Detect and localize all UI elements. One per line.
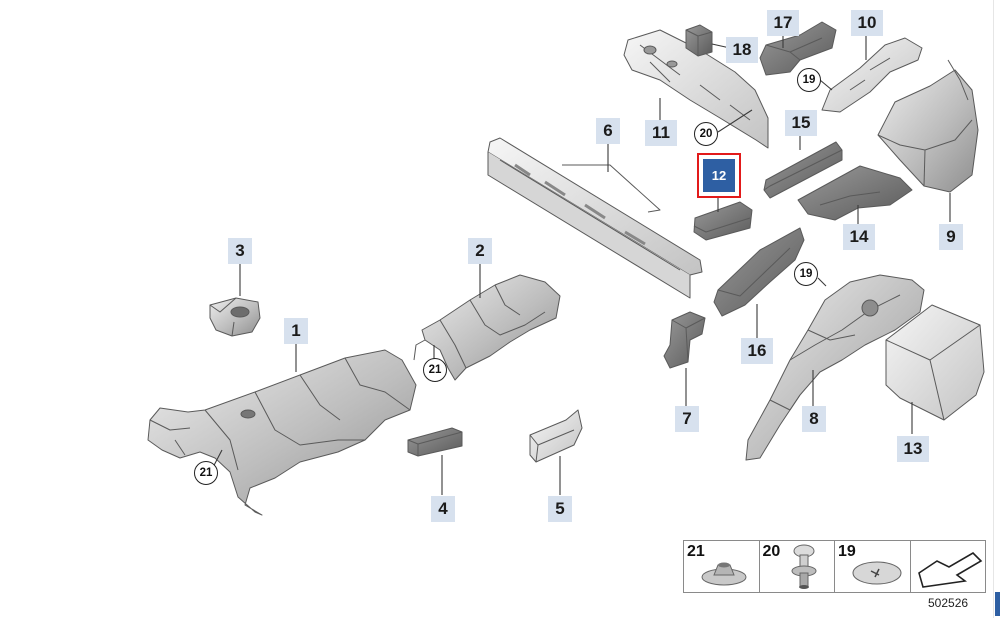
part-4-block: [407, 427, 463, 457]
circled-callout-21[interactable]: 21: [194, 461, 218, 485]
part-1-tunnel-heat-shield: [147, 349, 417, 516]
part-9-housing: [877, 59, 979, 193]
circled-callout-21[interactable]: 21: [423, 358, 447, 382]
callout-3[interactable]: 3: [228, 238, 252, 264]
part-16-block: [713, 227, 805, 317]
callout-12-label: 12: [703, 159, 735, 192]
callout-18[interactable]: 18: [726, 37, 758, 63]
leader-lines: [209, 32, 951, 495]
part-15-strip: [763, 141, 843, 199]
callout-7[interactable]: 7: [675, 406, 699, 432]
callout-16[interactable]: 16: [741, 338, 773, 364]
part-2-heat-shield: [413, 274, 561, 381]
callout-11[interactable]: 11: [645, 120, 677, 146]
callout-17[interactable]: 17: [767, 10, 799, 36]
legend-item-19[interactable]: 19: [835, 541, 911, 592]
part-12-pad-selected: [693, 201, 753, 241]
part-14-mat: [797, 165, 913, 221]
part-7-bracket: [663, 311, 706, 369]
fastener-legend: 21 20 19: [683, 540, 986, 593]
callout-2[interactable]: 2: [468, 238, 492, 264]
part-6-frame: [487, 137, 703, 299]
part-10-bracket: [821, 37, 923, 113]
callout-6[interactable]: 6: [596, 118, 620, 144]
rivet-icon: [852, 561, 902, 585]
legend-arrow-cell: [911, 541, 986, 592]
part-13-panel: [885, 304, 985, 421]
callout-15[interactable]: 15: [785, 110, 817, 136]
callout-13[interactable]: 13: [897, 436, 929, 462]
part-17-duct: [759, 21, 837, 76]
part-11-firewall-insulation: [623, 29, 769, 149]
legend-number: 19: [838, 543, 856, 560]
legend-item-20[interactable]: 20: [760, 541, 835, 592]
figure-id: 502526: [928, 596, 969, 610]
legend-item-21[interactable]: 21: [684, 541, 760, 592]
part-3-bracket: [209, 297, 261, 337]
legend-number: 21: [687, 543, 705, 560]
circled-callout-19[interactable]: 19: [797, 68, 821, 92]
part-8-side-panel: [745, 274, 925, 461]
nut-icon: [701, 562, 747, 586]
part-18-foam-block: [685, 24, 713, 57]
circled-callout-20[interactable]: 20: [694, 122, 718, 146]
callout-9[interactable]: 9: [939, 224, 963, 250]
callout-4[interactable]: 4: [431, 496, 455, 522]
frame-edge-line: [993, 0, 994, 618]
callout-10[interactable]: 10: [851, 10, 883, 36]
legend-number: 20: [762, 543, 781, 560]
callout-8[interactable]: 8: [802, 406, 826, 432]
circled-callout-19[interactable]: 19: [794, 262, 818, 286]
edge-marker: [995, 592, 1000, 616]
callout-12-selected[interactable]: 12: [697, 153, 741, 198]
clip-icon: [791, 544, 816, 589]
part-5-pad: [529, 409, 583, 463]
callout-5[interactable]: 5: [548, 496, 572, 522]
callout-14[interactable]: 14: [843, 224, 875, 250]
direction-arrow-icon: [917, 551, 982, 588]
callout-1[interactable]: 1: [284, 318, 308, 344]
